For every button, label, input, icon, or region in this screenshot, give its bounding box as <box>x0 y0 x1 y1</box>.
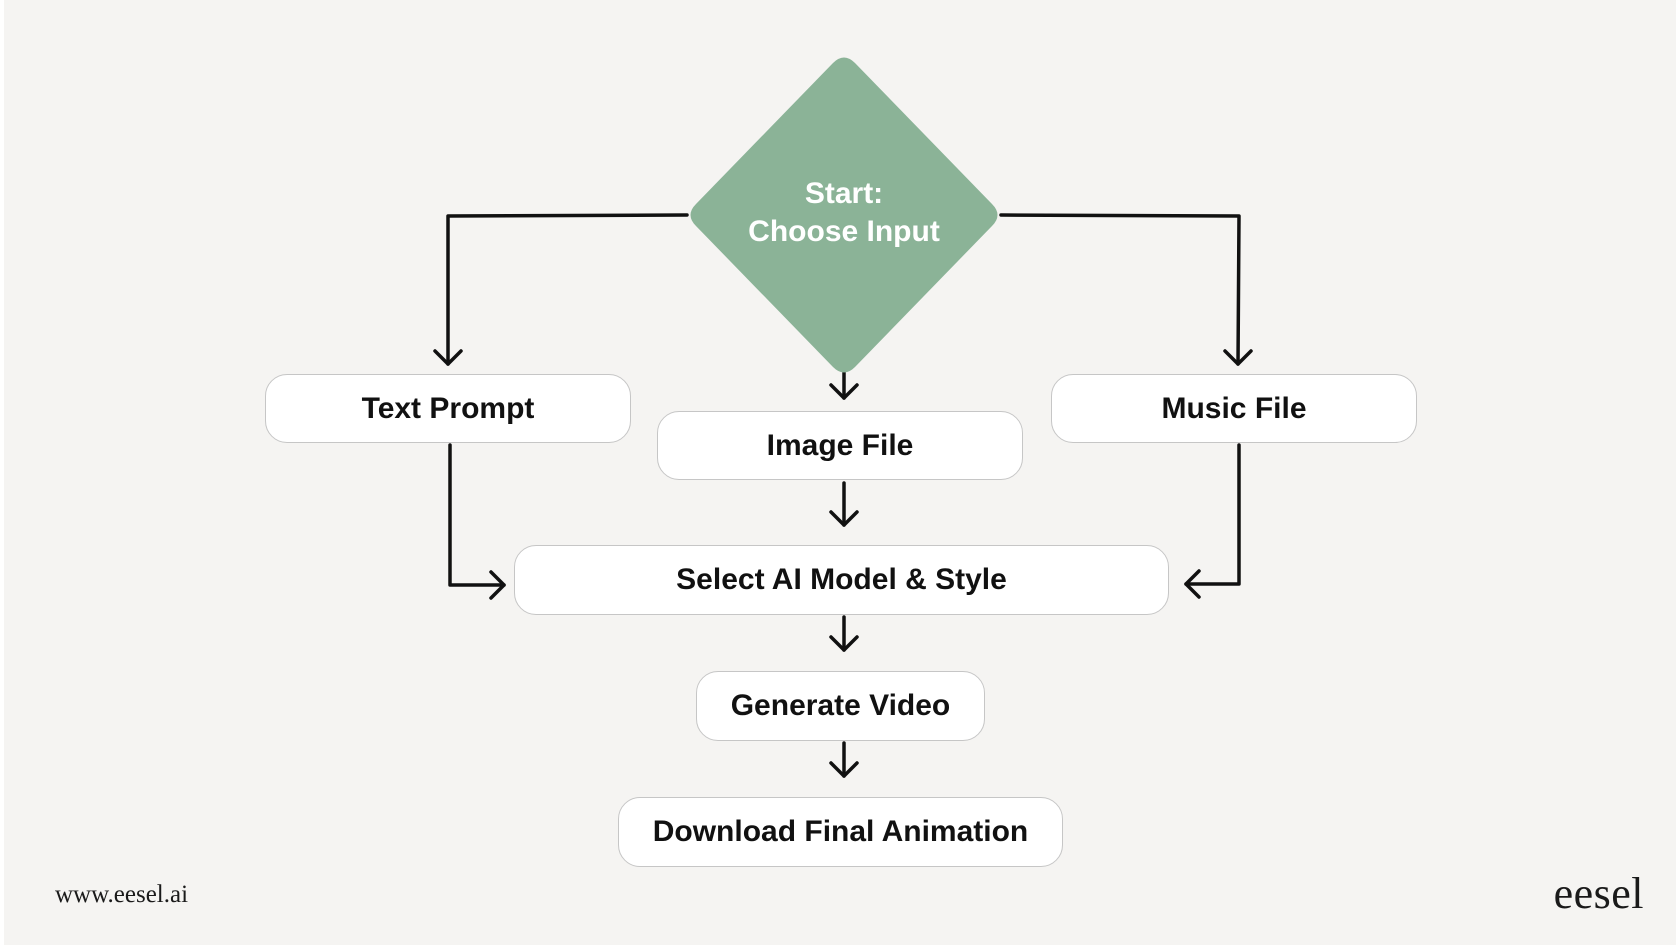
arrowhead-music-file <box>1223 349 1253 366</box>
select-model-label: Select AI Model & Style <box>676 563 1007 596</box>
start-decision-node: Start: Choose Input <box>685 57 1003 373</box>
text-prompt-label: Text Prompt <box>361 391 535 425</box>
arrowhead-generate <box>829 635 859 652</box>
brand-logo: eesel <box>1553 869 1644 918</box>
start-label-line2: Choose Input <box>748 215 940 248</box>
music-file-label: Music File <box>1161 391 1307 425</box>
connector-text-prompt-to-select <box>448 443 506 587</box>
arrowhead-select-top <box>829 510 859 527</box>
connector-music-file-to-select <box>1184 443 1241 586</box>
connector-start-to-text-prompt <box>446 213 689 366</box>
connector-layer <box>433 213 1253 778</box>
music-file-node: Music File <box>1051 374 1417 443</box>
generate-video-node: Generate Video <box>696 671 985 741</box>
arrowhead-select-left <box>489 570 506 600</box>
connector-start-to-music-file <box>999 213 1241 366</box>
flowchart-canvas: Start: Choose Input Text Prompt Image Fi… <box>4 0 1676 945</box>
start-label-line1: Start: <box>804 177 884 210</box>
image-file-label: Image File <box>766 428 914 462</box>
arrowhead-image-file <box>829 383 859 400</box>
arrowhead-text-prompt <box>433 349 463 366</box>
website-url: www.eesel.ai <box>55 881 189 908</box>
download-animation-label: Download Final Animation <box>652 815 1029 848</box>
start-diamond-shape <box>690 57 998 373</box>
generate-video-label: Generate Video <box>730 689 951 722</box>
start-label: Start: Choose Input <box>685 175 1003 251</box>
arrowhead-select-right <box>1184 569 1201 599</box>
image-file-node: Image File <box>657 411 1023 480</box>
select-model-node: Select AI Model & Style <box>514 545 1169 615</box>
arrowhead-download <box>829 761 859 778</box>
diamond-fill <box>690 57 998 373</box>
text-prompt-node: Text Prompt <box>265 374 631 443</box>
download-animation-node: Download Final Animation <box>618 797 1063 867</box>
